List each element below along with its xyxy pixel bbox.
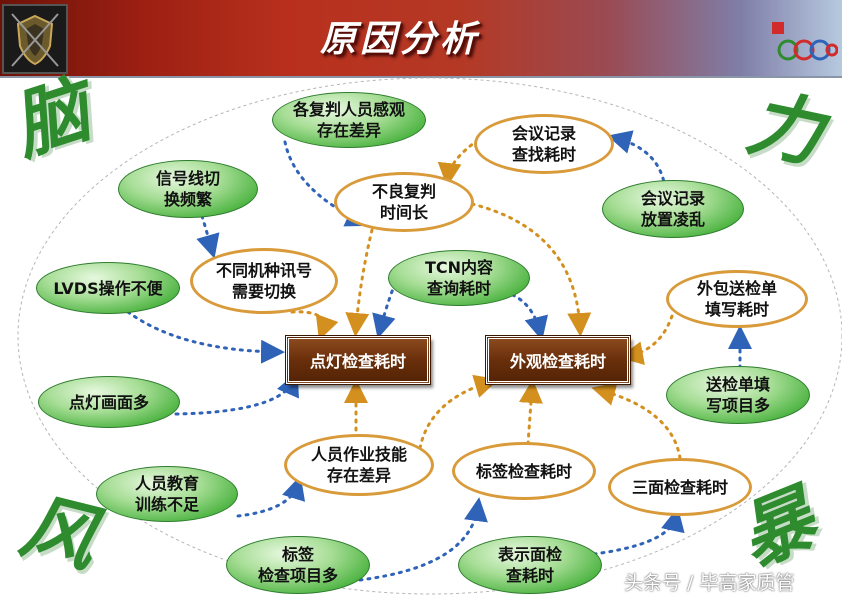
arrow-label-items-to-label-check [358,497,488,582]
cause-label: 信号线切 换频繁 [155,169,220,209]
cause-label: 标签检查耗时 [475,461,572,481]
watermark-text: 头条号 / 毕高家质管 [624,572,795,594]
arrow-lvds-to-left [126,310,285,364]
cause-label: 外包送检单 填写耗时 [696,279,777,319]
arrow-recheck-to-right [470,202,592,337]
cause-signal-switch: 信号线切 换频繁 [118,160,258,218]
cause-three-side: 三面检查耗时 [608,458,752,516]
cause-label-items: 标签 检查项目多 [226,536,370,594]
cause-label: 会议记录 查找耗时 [511,124,576,164]
arrow-recheck-to-left-a [345,228,374,337]
cause-model-switch: 不同机种讯号 需要切换 [190,248,338,314]
cause-label: 不良复判 时间长 [371,182,436,222]
arrow-display-to-three-side [592,507,685,556]
cause-label: 会议记录 放置凌乱 [640,189,705,229]
cause-outsource-form: 外包送检单 填写耗时 [666,270,808,328]
cause-label: 各复判人员感观 存在差异 [292,100,405,140]
cause-label: 送检单填 写项目多 [705,375,770,415]
cause-label: 不同机种讯号 需要切换 [215,261,312,301]
arrow-perception-to-recheck [283,140,371,227]
brand-logo [770,20,839,68]
cause-meeting-search: 会议记录 查找耗时 [474,114,614,174]
cause-display-check: 表示面检 查耗时 [458,536,602,594]
corner-char-top-right: 力 [739,79,831,179]
arrow-screens-to-left [174,371,299,416]
arrow-tcn-to-right [503,290,548,341]
cause-light-screens: 点灯画面多 [38,376,180,428]
title-banner: 原因分析 [0,0,842,78]
cause-label: LVDS操作不便 [53,278,163,298]
page-title: 原因分析 [320,18,481,60]
effect-box-right: 外观检查耗时 [485,335,631,385]
cause-tcn-query: TCN内容 查询耗时 [388,250,530,306]
crest-logo [2,4,68,74]
cause-label: 表示面检 查耗时 [497,545,562,585]
cause-label: 标签 检查项目多 [257,545,338,585]
cause-label: 三面检查耗时 [631,477,728,497]
arrow-label-check-to-right [518,379,543,446]
cause-training: 人员教育 训练不足 [96,466,238,522]
cause-label: 人员教育 训练不足 [134,474,199,514]
arrow-three-side-to-right [591,382,682,460]
cause-label: 点灯画面多 [68,392,149,412]
effect-box-left: 点灯检查耗时 [285,335,431,385]
cause-label: 人员作业技能 存在差异 [310,445,407,485]
cause-diff-perception: 各复判人员感观 存在差异 [272,92,426,148]
cause-recheck-time: 不良复判 时间长 [334,172,474,232]
cause-label-check: 标签检查耗时 [452,442,596,500]
arrow-model-to-left [290,310,339,341]
arrow-signal-to-model [196,214,220,259]
cause-meeting-mess: 会议记录 放置凌乱 [602,180,744,238]
arrow-training-to-skill [236,475,306,518]
cause-label: TCN内容 查询耗时 [424,258,494,298]
cause-skill-diff: 人员作业技能 存在差异 [284,434,434,496]
arrow-outsource-to-right [619,314,674,366]
cause-lvds: LVDS操作不便 [36,262,180,314]
arrow-skill-to-right [418,374,499,450]
cause-form-items: 送检单填 写项目多 [666,366,810,424]
arrow-tcn-to-left [372,274,400,339]
